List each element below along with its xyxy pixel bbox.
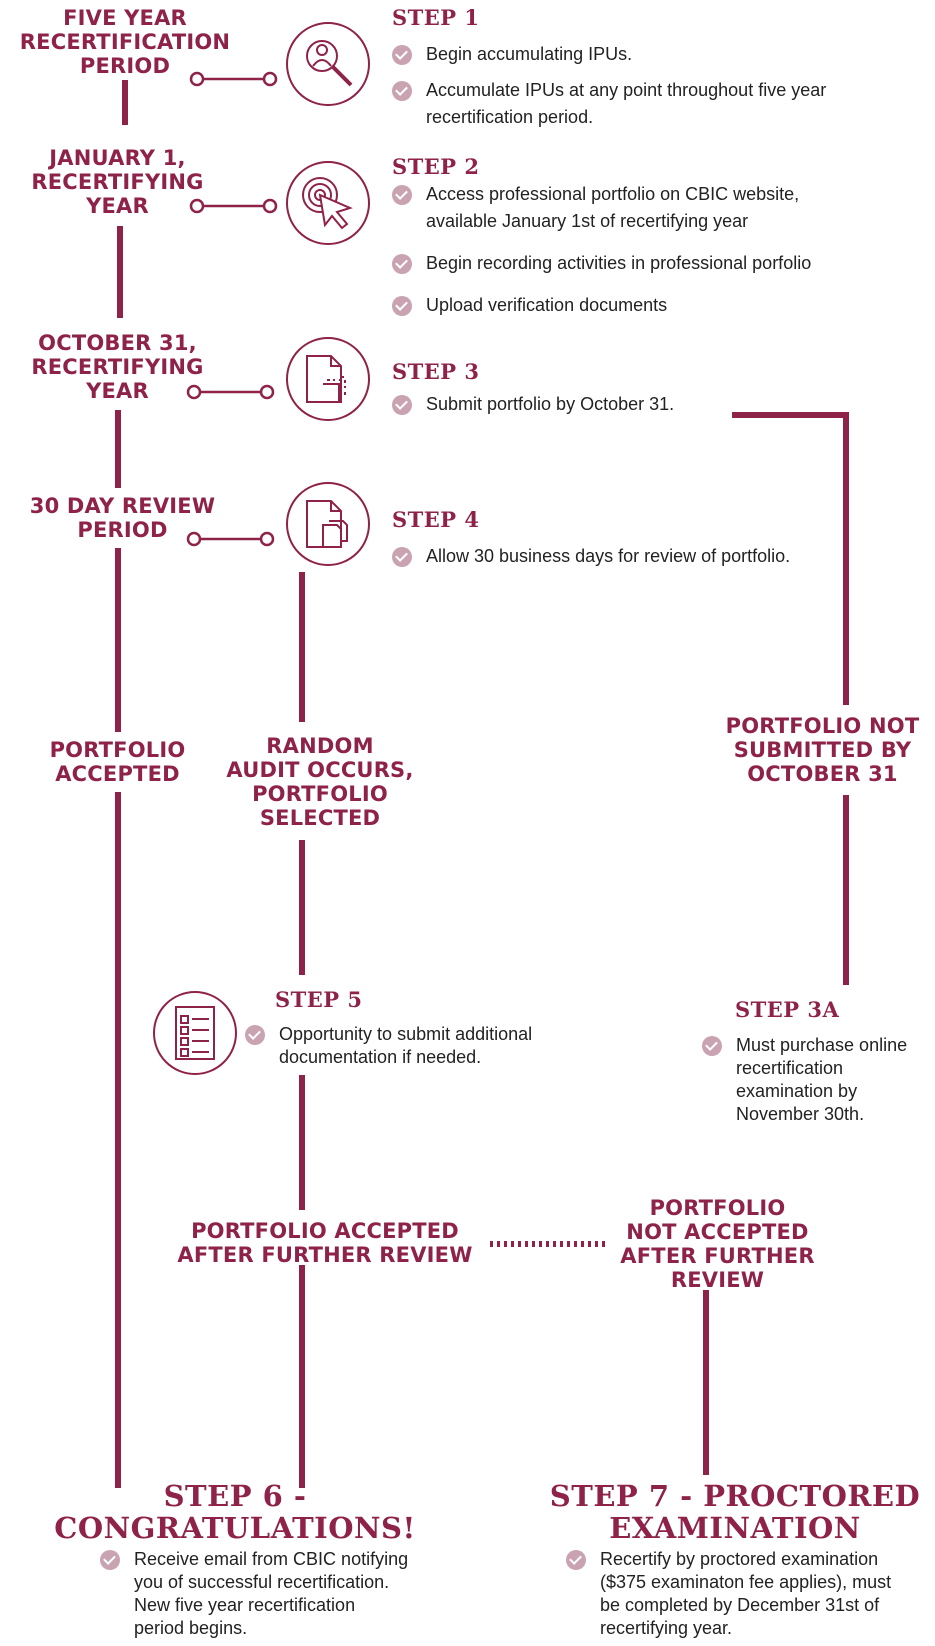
step-4-item: Allow 30 business days for review of por… xyxy=(392,545,790,568)
check-icon xyxy=(392,254,412,274)
portfolio-not-accepted-after-review-label: PORTFOLIO NOT ACCEPTED AFTER FURTHER REV… xyxy=(620,1196,815,1292)
five-year-period-label: FIVE YEAR RECERTIFICATION PERIOD xyxy=(19,6,231,78)
check-icon xyxy=(392,547,412,567)
not-submitted-line xyxy=(732,412,849,705)
check-icon xyxy=(392,395,412,415)
cursor-click-icon xyxy=(286,161,370,245)
october-recertifying-year-label: OCTOBER 31, RECERTIFYING YEAR xyxy=(31,331,204,403)
check-icon xyxy=(566,1550,586,1570)
step-2-item: Access professional portfolio on CBIC we… xyxy=(392,183,799,233)
step-2-title: STEP 2 xyxy=(392,154,480,179)
step-1-title: STEP 1 xyxy=(392,5,480,30)
step-2-item: Begin recording activities in profession… xyxy=(392,252,811,275)
step-7-item: Recertify by proctored examination ($375… xyxy=(566,1548,891,1640)
review-period-label: 30 DAY REVIEW PERIOD xyxy=(29,494,216,542)
step-5-title: STEP 5 xyxy=(275,987,363,1012)
step-7-title: STEP 7 - PROCTORED EXAMINATION xyxy=(549,1479,921,1545)
checklist-icon xyxy=(153,991,237,1075)
january-recertifying-year-label: JANUARY 1, RECERTIFYING YEAR xyxy=(31,146,204,218)
connector-node xyxy=(186,531,202,547)
documents-icon xyxy=(286,482,370,566)
check-icon xyxy=(392,185,412,205)
portfolio-accepted-after-review-label: PORTFOLIO ACCEPTED AFTER FURTHER REVIEW xyxy=(177,1219,473,1267)
step-1-item: Accumulate IPUs at any point throughout … xyxy=(392,79,826,129)
check-icon xyxy=(392,45,412,65)
step-6-item: Receive email from CBIC notifying you of… xyxy=(100,1548,408,1640)
step-3a-item: Must purchase online recertification exa… xyxy=(702,1034,907,1126)
check-icon xyxy=(392,296,412,316)
random-audit-label: RANDOM AUDIT OCCURS, PORTFOLIO SELECTED xyxy=(226,734,414,830)
step-1-item: Begin accumulating IPUs. xyxy=(392,43,632,66)
step-3-item: Submit portfolio by October 31. xyxy=(392,393,674,416)
portfolio-accepted-label: PORTFOLIO ACCEPTED xyxy=(49,738,186,786)
check-icon xyxy=(702,1036,722,1056)
connector-node xyxy=(186,384,202,400)
step-3-title: STEP 3 xyxy=(392,359,480,384)
step-4-title: STEP 4 xyxy=(392,507,480,532)
portfolio-not-submitted-label: PORTFOLIO NOT SUBMITTED BY OCTOBER 31 xyxy=(725,714,920,786)
step-2-item: Upload verification documents xyxy=(392,294,667,317)
connector-node xyxy=(262,198,278,214)
magnifier-person-icon xyxy=(286,22,370,106)
connector-node xyxy=(259,531,275,547)
check-icon xyxy=(245,1025,265,1045)
connector-node xyxy=(189,198,205,214)
check-icon xyxy=(100,1550,120,1570)
step-6-title: STEP 6 - CONGRATULATIONS! xyxy=(54,1479,416,1545)
connector-node xyxy=(262,71,278,87)
step-3a-title: STEP 3A xyxy=(735,997,840,1022)
document-icon xyxy=(286,337,370,421)
check-icon xyxy=(392,81,412,101)
connector-node xyxy=(189,71,205,87)
connector-node xyxy=(259,384,275,400)
